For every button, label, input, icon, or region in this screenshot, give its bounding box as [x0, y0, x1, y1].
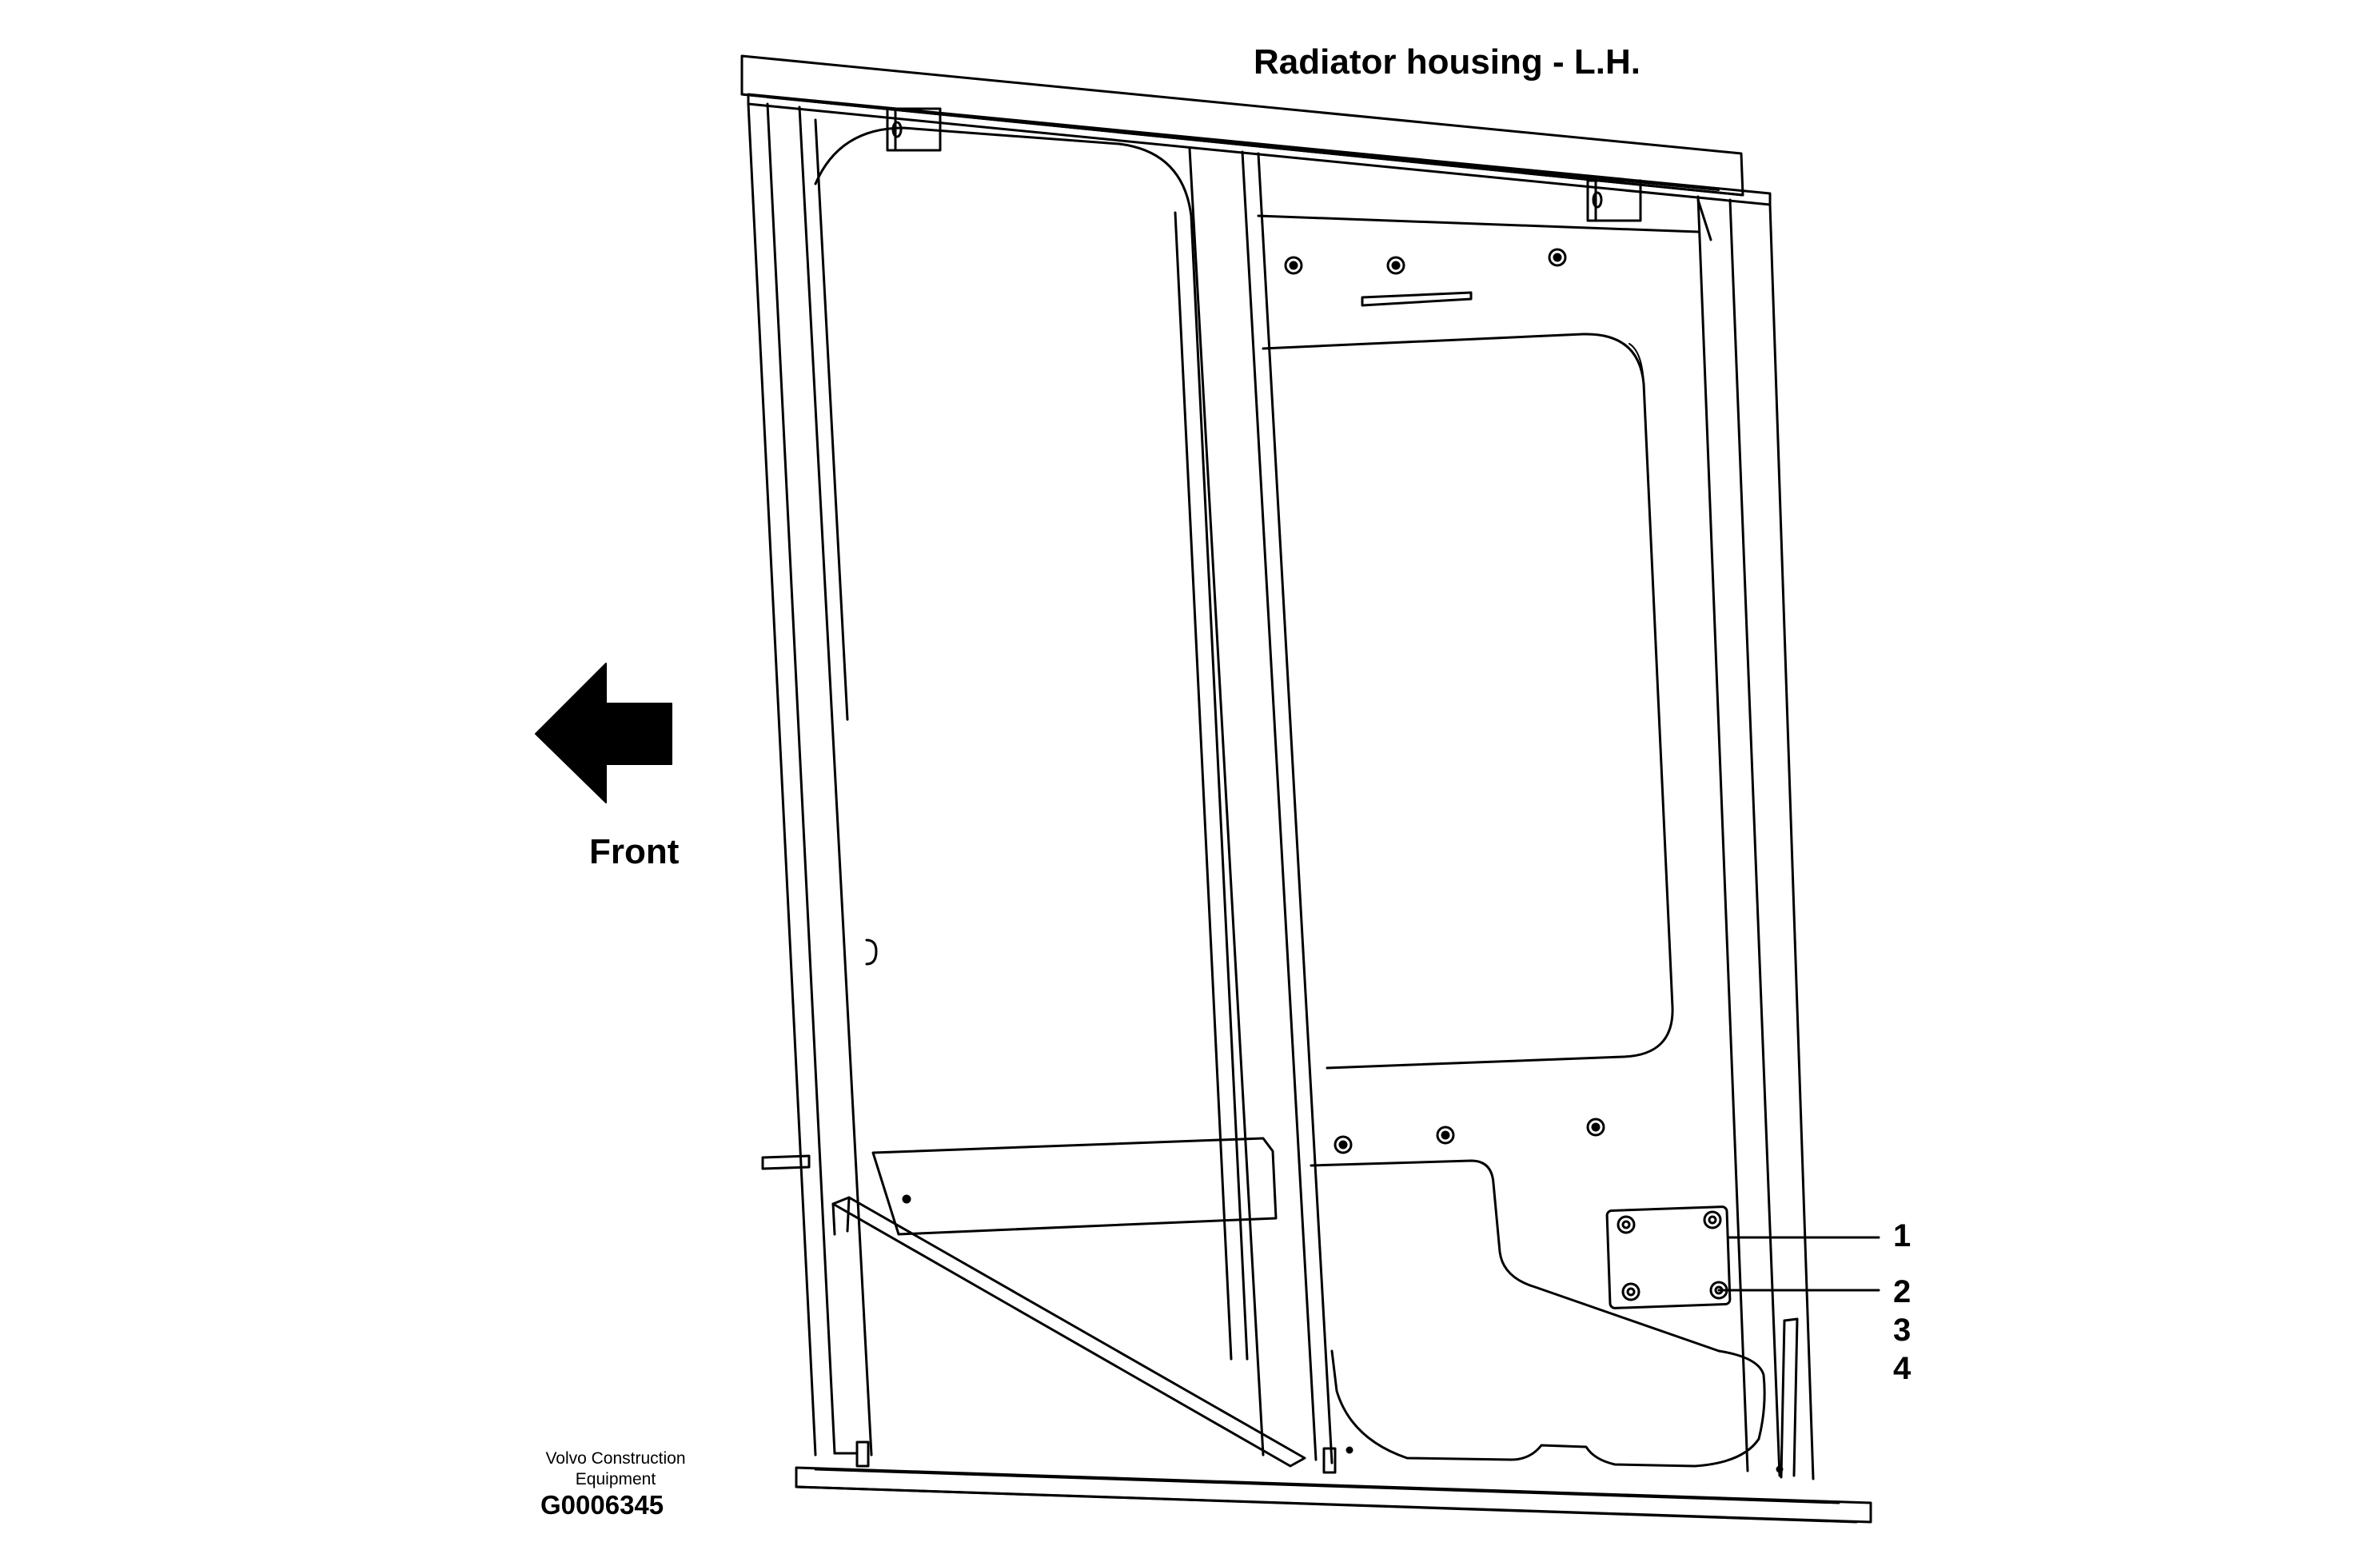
- bolt-hole: [1284, 256, 1303, 275]
- callout-4: 4: [1893, 1351, 1912, 1386]
- bolt-hole: [1334, 1135, 1353, 1154]
- callout-1: 1: [1893, 1218, 1912, 1253]
- lower-bolt-holes: [1334, 1118, 1605, 1154]
- company-line-2: Equipment: [575, 1470, 656, 1488]
- diagonal-gusset: [831, 1196, 1306, 1468]
- front-direction-label: Front: [589, 832, 680, 871]
- cover-plate: [1605, 1205, 1732, 1309]
- cover-bolt: [1617, 1215, 1636, 1234]
- cover-bolt: [1621, 1220, 1631, 1229]
- diagram-title: Radiator housing - L.H.: [1254, 42, 1640, 82]
- bottom-rail: [795, 1440, 1872, 1524]
- company-line-1: Volvo Construction: [545, 1449, 686, 1468]
- bolt-hole: [1591, 1122, 1601, 1132]
- cover-bolt: [1703, 1210, 1722, 1229]
- lower-brace: [871, 1137, 1278, 1236]
- top-bracket-left: [886, 107, 942, 152]
- callout-2: 2: [1893, 1274, 1912, 1309]
- side-pins: [761, 938, 878, 1170]
- bolt-hole: [1553, 253, 1562, 262]
- left-window-opening: [814, 126, 1249, 1361]
- drawing-id: G0006345: [540, 1490, 664, 1520]
- company-name: Volvo Construction Equipment: [496, 1448, 736, 1490]
- arrow-left-icon: [535, 663, 672, 803]
- cover-bolt: [1626, 1287, 1636, 1297]
- upper-bolt-holes: [1284, 248, 1567, 275]
- left-side-panel: [747, 102, 873, 1456]
- cover-bolt: [1708, 1215, 1717, 1225]
- bolt-hole: [1436, 1126, 1455, 1145]
- cover-bolt: [1621, 1282, 1640, 1301]
- upper-plate: [1257, 198, 1712, 307]
- callout-3: 3: [1893, 1313, 1912, 1348]
- right-window-opening: [1262, 333, 1674, 1070]
- bolt-hole: [1441, 1130, 1450, 1140]
- centre-post: [1188, 147, 1334, 1464]
- bolt-hole: [1586, 1118, 1605, 1137]
- lower-plate-contour: [1310, 1159, 1766, 1468]
- bolt-hole: [1548, 248, 1567, 267]
- right-side-panel: [1696, 195, 1815, 1480]
- bolt-hole: [1386, 256, 1405, 275]
- bolt-hole: [1338, 1140, 1348, 1150]
- top-bracket-right: [1586, 179, 1642, 222]
- bolt-hole: [1391, 261, 1401, 270]
- bolt-hole: [1289, 261, 1298, 270]
